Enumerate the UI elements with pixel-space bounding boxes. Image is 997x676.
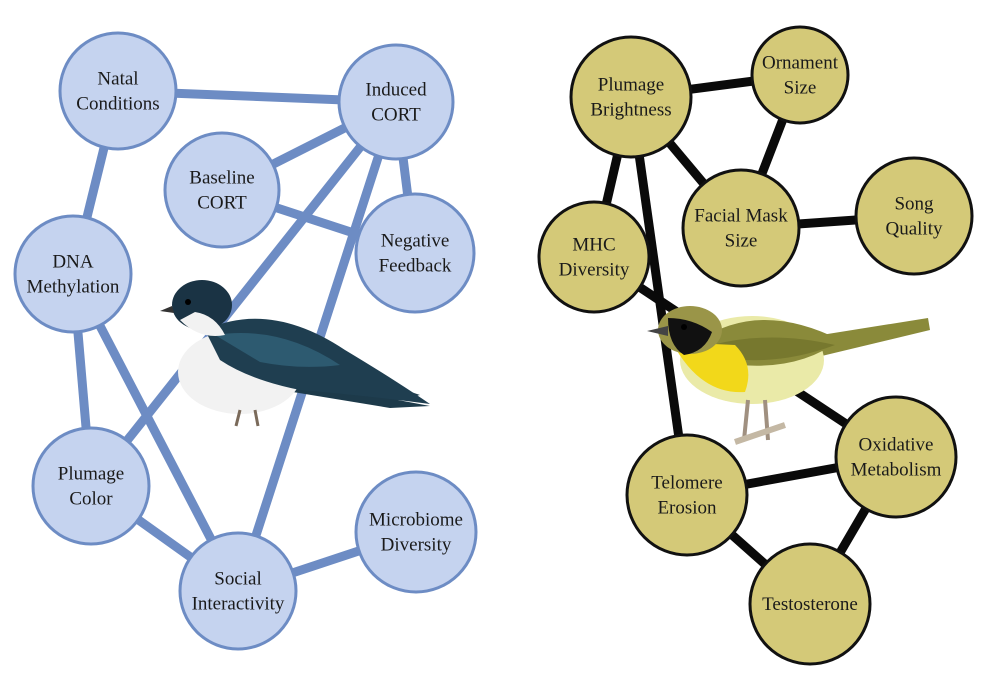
edge-dna-social [69, 271, 242, 594]
node-circle [569, 35, 693, 159]
node-label: Diversity [381, 535, 452, 556]
node-label: Ornament [762, 53, 839, 74]
node-circle [31, 426, 151, 546]
common-yellowthroat-illustration [647, 306, 930, 445]
node-label: Interactivity [192, 594, 285, 615]
node-circle [748, 542, 872, 666]
node-label: Negative [381, 231, 450, 252]
node-label: Testosterone [762, 594, 858, 615]
node-circle [834, 395, 958, 519]
node-label: Social [214, 569, 262, 590]
left-network-nodes: NatalConditionsInducedCORTBaselineCORTNe… [13, 31, 478, 651]
node-circle [750, 25, 850, 125]
node-circle [537, 200, 651, 314]
node-circle [354, 470, 478, 594]
node-label: Plumage [598, 75, 665, 96]
node-label: Song [894, 194, 934, 215]
node-dna: DNA Methylation [13, 214, 133, 334]
node-label: Microbiome [369, 510, 463, 531]
node-label: Diversity [559, 260, 630, 281]
node-label: Color [69, 489, 113, 510]
node-circle [354, 192, 476, 314]
node-label: Feedback [379, 256, 452, 277]
node-label: DNA [52, 252, 93, 273]
edge-induced-plumage_color [87, 99, 400, 489]
node-circle [854, 156, 974, 276]
node-circle [681, 168, 801, 288]
node-label: Telomere [651, 473, 722, 494]
node-label: CORT [371, 105, 421, 126]
node-label: Quality [886, 219, 943, 240]
node-label: Metabolism [851, 460, 942, 481]
node-label: CORT [197, 193, 247, 214]
node-label: MHC [572, 235, 615, 256]
tree-swallow-illustration [160, 280, 430, 427]
node-label: Brightness [590, 100, 671, 121]
node-label: Oxidative [859, 435, 934, 456]
node-mhc: MHC Diversity [537, 200, 651, 314]
node-circle [625, 433, 749, 557]
node-label: Natal [97, 69, 138, 90]
node-circle [163, 131, 281, 249]
node-label: Conditions [76, 94, 159, 115]
node-label: Erosion [657, 498, 717, 519]
node-label: Methylation [27, 277, 120, 298]
node-circle [337, 43, 455, 161]
node-label: Size [725, 231, 758, 252]
node-label: Size [784, 78, 817, 99]
node-label: Induced [365, 80, 427, 101]
node-circle [13, 214, 133, 334]
node-circle [58, 31, 178, 151]
node-circle [178, 531, 298, 651]
node-testosterone: Testosterone [748, 542, 872, 666]
node-label: Facial Mask [694, 206, 788, 227]
node-label: Baseline [189, 168, 254, 189]
node-label: Plumage [58, 464, 125, 485]
